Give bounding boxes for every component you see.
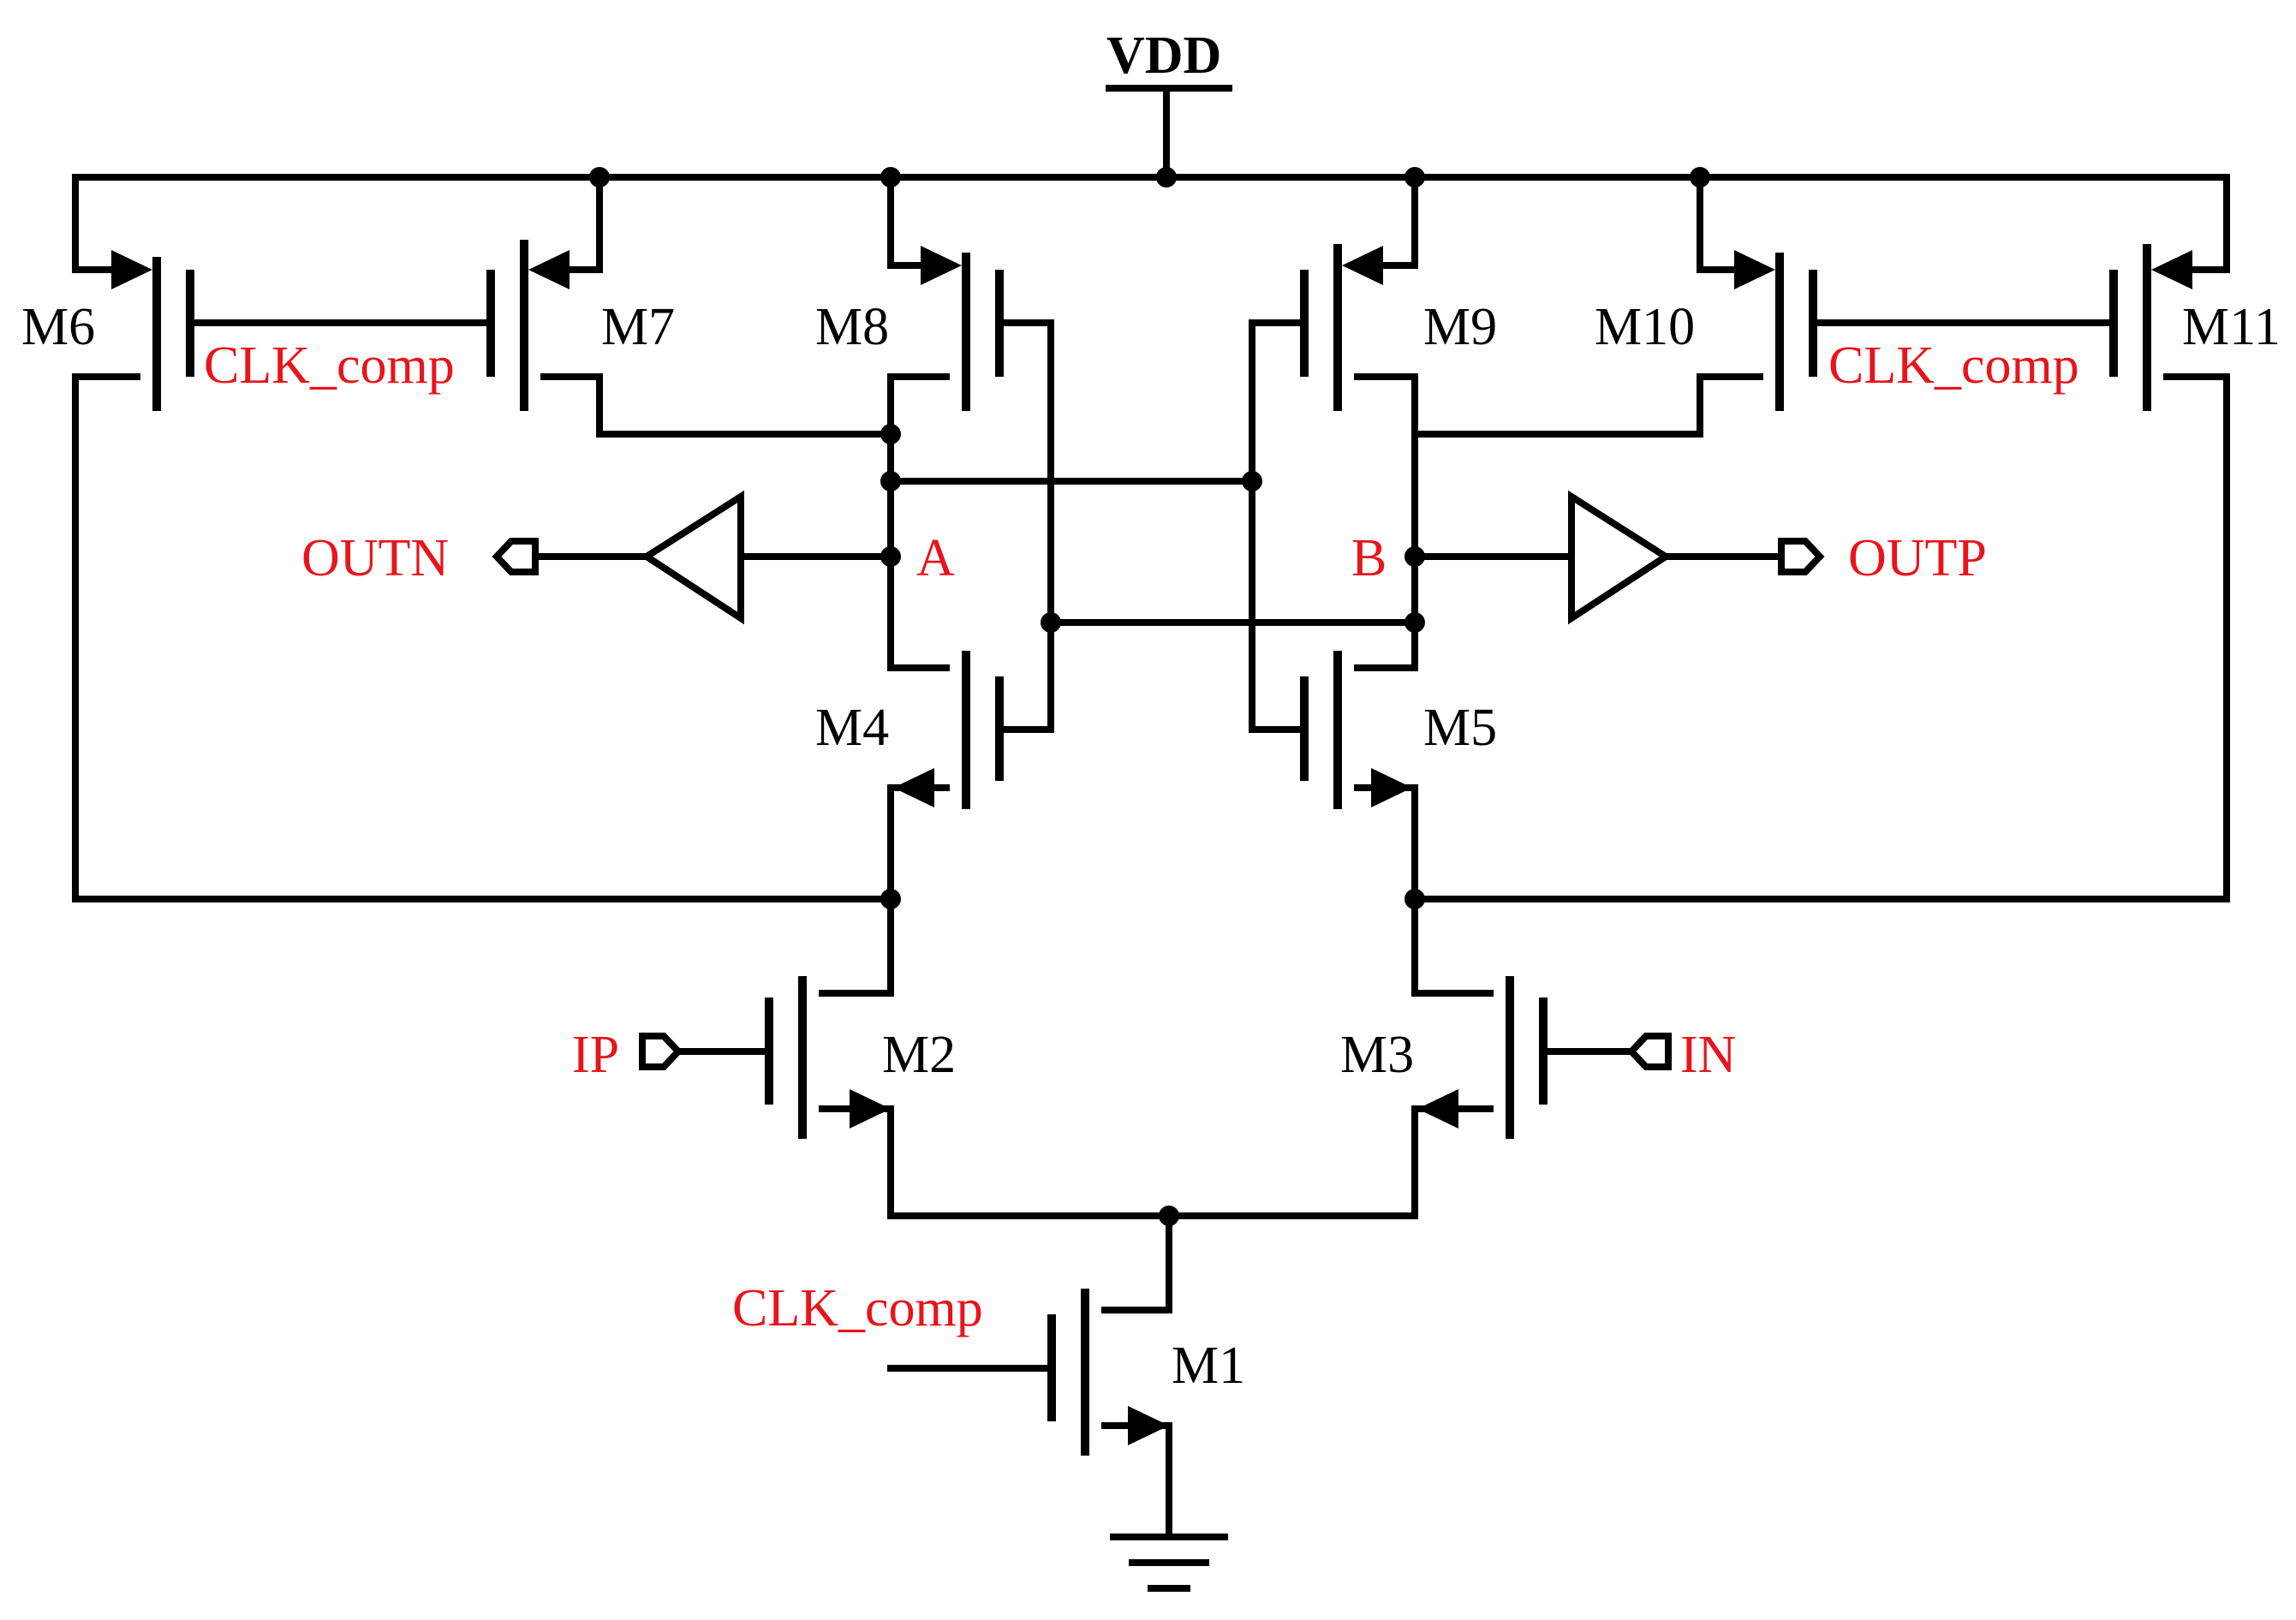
- junction-dot: [880, 167, 901, 188]
- m3-wires: [1411, 896, 1494, 1219]
- transistor-plates: [152, 240, 2151, 1456]
- m6-arrow: [111, 250, 152, 289]
- m1-arrow: [1128, 1406, 1169, 1445]
- ip-label: IP: [572, 1026, 619, 1084]
- m8-wires: [887, 174, 1054, 733]
- junction-dot: [1690, 167, 1710, 188]
- clk-comp-label-right: CLK_comp: [1828, 337, 2079, 395]
- ground-symbol: [1110, 1534, 1228, 1592]
- m9-label: M9: [1423, 298, 1497, 356]
- junction-dot: [1159, 1206, 1179, 1226]
- m1-wires: [887, 1212, 1172, 1540]
- junction-dots: [589, 167, 1710, 1226]
- junction-dot: [1404, 612, 1425, 633]
- outn-buffer: [640, 490, 744, 625]
- outn-pin[interactable]: [492, 538, 539, 575]
- vdd-symbol: [1106, 85, 1232, 181]
- vdd-label: VDD: [1106, 27, 1221, 85]
- m4-wires: [887, 784, 950, 902]
- junction-dot: [1242, 471, 1262, 491]
- m2-arrow: [850, 1089, 891, 1129]
- m8-arrow: [921, 246, 962, 285]
- in-pin[interactable]: [1626, 1033, 1672, 1070]
- ip-pin[interactable]: [639, 1033, 683, 1070]
- m5-arrow: [1371, 768, 1412, 807]
- m10-label: M10: [1595, 298, 1695, 356]
- junction-dot: [880, 471, 901, 491]
- clk-comp-label-bottom: CLK_comp: [732, 1279, 983, 1337]
- outn-label: OUTN: [301, 529, 449, 587]
- labels: VDD M6 M7 M8 M9 M10 M11 M4 M5 M2 M3 M1 C…: [21, 27, 2281, 1395]
- m7-arrow: [528, 250, 570, 289]
- junction-dot: [1041, 612, 1061, 633]
- junction-dot: [880, 889, 901, 909]
- outp-label: OUTP: [1848, 529, 1987, 587]
- m6-wires: [72, 174, 140, 902]
- source-arrows: [111, 246, 2192, 1445]
- m11-arrow: [2151, 250, 2192, 289]
- junction-dot: [1404, 889, 1425, 909]
- node-a-label: A: [916, 529, 955, 587]
- wires: [72, 85, 2230, 1592]
- junction-dot: [880, 424, 901, 444]
- m9-arrow: [1342, 246, 1383, 285]
- junction-dot: [1156, 167, 1177, 188]
- m4-label: M4: [815, 699, 889, 757]
- m10-arrow: [1734, 250, 1775, 289]
- junction-dot: [1404, 167, 1425, 188]
- m1-label: M1: [1172, 1337, 1245, 1395]
- in-label: IN: [1680, 1026, 1736, 1084]
- outp-pin[interactable]: [1778, 538, 1825, 575]
- m7-label: M7: [601, 298, 675, 356]
- node-b-label: B: [1351, 529, 1387, 587]
- outp-buffer: [1568, 490, 1673, 625]
- m11-wires: [2163, 174, 2230, 902]
- m3-arrow: [1417, 1089, 1458, 1129]
- m6-label: M6: [21, 298, 95, 356]
- m5-label: M5: [1423, 699, 1497, 757]
- junction-dot: [589, 167, 610, 188]
- m5-wires: [1354, 784, 1418, 902]
- m11-label: M11: [2182, 298, 2281, 356]
- m8-label: M8: [815, 298, 889, 356]
- clk-comp-label-left: CLK_comp: [204, 337, 455, 395]
- m2-label: M2: [882, 1026, 956, 1084]
- node-a-dot: [880, 546, 901, 567]
- node-b-dot: [1404, 546, 1425, 567]
- m3-label: M3: [1340, 1026, 1414, 1084]
- m4-arrow: [893, 768, 934, 807]
